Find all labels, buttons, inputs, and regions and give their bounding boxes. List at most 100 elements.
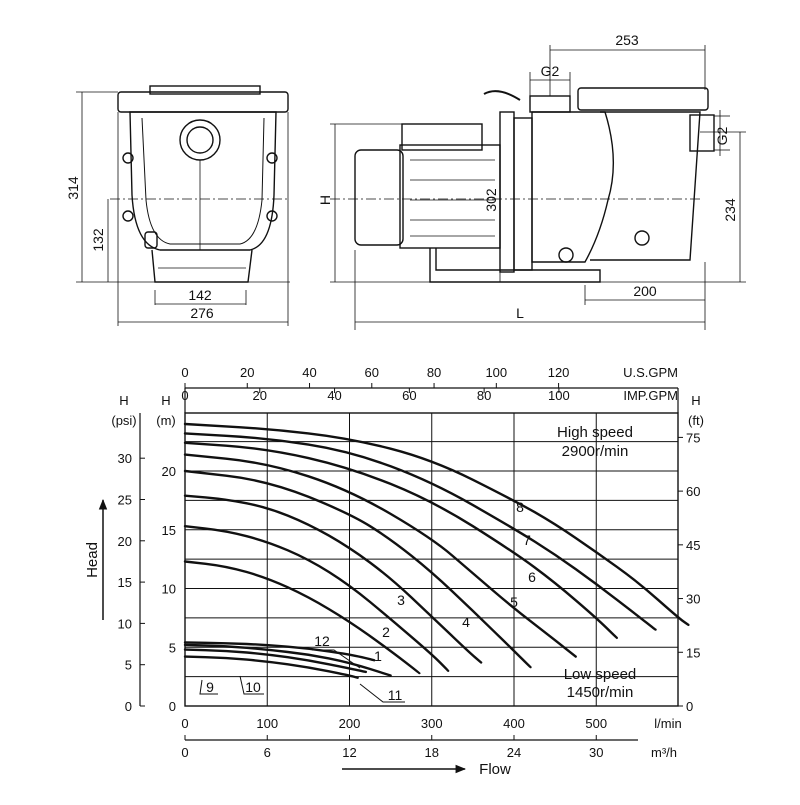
dim-g2-top: G2 <box>541 63 560 79</box>
plot-frame <box>184 412 679 707</box>
dim-142: 142 <box>188 287 212 303</box>
tick-label-m3h: 18 <box>425 745 439 760</box>
curve-7 <box>183 432 657 631</box>
curve-label-10: 10 <box>245 679 261 695</box>
dim-g2-side: G2 <box>714 126 730 145</box>
tick-label-m: 5 <box>169 640 176 655</box>
curve-label-2: 2 <box>382 624 390 640</box>
curve-10 <box>183 648 368 674</box>
tick-label-m: 0 <box>169 699 176 714</box>
low-speed-label: Low speed <box>564 666 637 683</box>
tick-label-m3h: 30 <box>589 745 603 760</box>
tick-label-psi: 15 <box>118 575 132 590</box>
tick-label-impgpm: 60 <box>402 388 416 403</box>
tick-label-ft: 45 <box>686 538 700 553</box>
tick-label-psi: 10 <box>118 616 132 631</box>
head-axis-label: Head <box>84 542 101 578</box>
tick-label-m3h: 12 <box>342 745 356 760</box>
curve-12 <box>183 641 376 662</box>
curve-label-9: 9 <box>206 679 214 695</box>
dim-276: 276 <box>190 305 214 321</box>
curve-label-7: 7 <box>523 532 531 548</box>
tick-label-usgpm: 40 <box>302 365 316 380</box>
curve-1 <box>183 560 421 675</box>
dim-h: H <box>317 195 333 205</box>
tick-label-psi: 0 <box>125 699 132 714</box>
tick-label-impgpm: 100 <box>548 388 570 403</box>
tick-label-m3h: 6 <box>264 745 271 760</box>
tick-label-lmin: 200 <box>339 716 361 731</box>
tick-label-usgpm: 20 <box>240 365 254 380</box>
y-unit-psi: (psi) <box>111 413 136 428</box>
label-leader <box>359 683 405 703</box>
curve-5 <box>183 453 577 658</box>
chart-axes <box>139 387 679 741</box>
dim-234: 234 <box>722 198 738 222</box>
tick-label-lmin: 100 <box>256 716 278 731</box>
tick-label-ft: 0 <box>686 699 693 714</box>
y-label-psi: H <box>119 393 128 408</box>
high-speed-label: High speed <box>557 424 633 441</box>
tick-label-ft: 15 <box>686 645 700 660</box>
y-unit-ft: (ft) <box>688 413 704 428</box>
tick-label-lmin: 400 <box>503 716 525 731</box>
tick-label-lmin: 300 <box>421 716 443 731</box>
dim-l: L <box>516 305 524 321</box>
flow-axis-label: Flow <box>479 761 511 778</box>
tick-label-psi: 30 <box>118 451 132 466</box>
tick-label-psi: 5 <box>125 658 132 673</box>
curve-label-11: 11 <box>388 687 403 703</box>
tick-label-psi: 25 <box>118 492 132 507</box>
tick-label-usgpm: 80 <box>427 365 441 380</box>
curve-label-5: 5 <box>510 594 518 610</box>
tick-label-ft: 75 <box>686 430 700 445</box>
dim-253: 253 <box>615 32 639 48</box>
curve-11 <box>183 643 392 677</box>
tick-label-ft: 30 <box>686 592 700 607</box>
tick-label-lmin: 500 <box>585 716 607 731</box>
tick-label-lmin: 0 <box>181 716 188 731</box>
tick-label-psi: 20 <box>118 534 132 549</box>
high-speed-rpm: 2900r/min <box>562 443 629 460</box>
tick-label-usgpm: 60 <box>365 365 379 380</box>
label-leader <box>312 649 361 669</box>
tick-label-impgpm: 80 <box>477 388 491 403</box>
tick-label-ft: 60 <box>686 484 700 499</box>
curve-label-8: 8 <box>516 499 524 515</box>
tick-label-m: 15 <box>162 523 176 538</box>
tick-label-impgpm: 40 <box>327 388 341 403</box>
tick-label-impgpm: 0 <box>181 388 188 403</box>
tick-label-m: 10 <box>162 582 176 597</box>
y-label-m: H <box>161 393 170 408</box>
curve-label-1: 1 <box>374 648 382 664</box>
front-view-drawing <box>76 85 290 326</box>
curve-label-4: 4 <box>462 614 470 630</box>
chart-grid <box>185 413 678 706</box>
tick-label-usgpm: 100 <box>485 365 507 380</box>
dim-314: 314 <box>65 176 81 200</box>
label-leader <box>199 679 218 695</box>
tick-label-m: 20 <box>162 464 176 479</box>
dim-200: 200 <box>633 283 657 299</box>
dim-302: 302 <box>483 188 499 212</box>
dim-132: 132 <box>90 228 106 252</box>
tick-label-impgpm: 20 <box>253 388 267 403</box>
side-view-drawing <box>330 45 746 330</box>
tick-label-usgpm: 120 <box>548 365 570 380</box>
curve-6 <box>183 441 618 640</box>
low-speed-rpm: 1450r/min <box>567 684 634 701</box>
curve-label-12: 12 <box>314 633 330 649</box>
y-unit-m: (m) <box>156 413 176 428</box>
chart-curves <box>183 422 690 679</box>
unit-m3h: m³/h <box>651 745 677 760</box>
curve-8 <box>183 422 690 627</box>
tick-label-m3h: 0 <box>181 745 188 760</box>
curve-2 <box>183 525 450 672</box>
y-label-ft: H <box>691 393 700 408</box>
unit-impgpm: IMP.GPM <box>623 388 678 403</box>
